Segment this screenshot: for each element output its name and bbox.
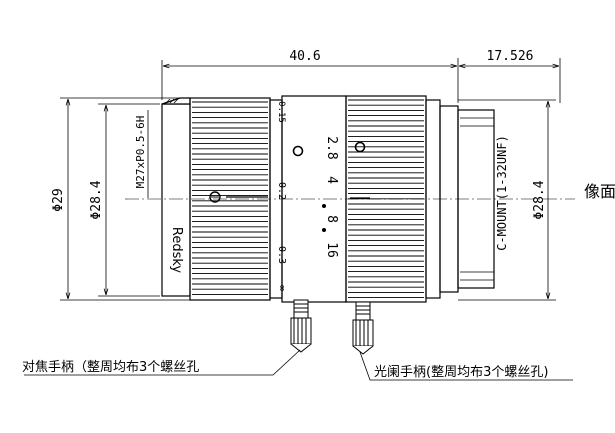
f-number: 4 bbox=[324, 176, 339, 184]
focus-handle bbox=[290, 299, 312, 353]
aperture-handle-callout: 光阑手柄(整周均布3个螺丝孔) bbox=[374, 365, 548, 380]
dim-mount-diameter: Φ28.4 bbox=[532, 180, 547, 219]
filter-thread-label: M27xP0.5-6H bbox=[134, 116, 147, 189]
f-number: 2.8 bbox=[324, 136, 339, 159]
focus-ring-knurling bbox=[192, 101, 268, 295]
dim-front-diameter: Φ28.4 bbox=[89, 180, 104, 219]
f-number: 8 bbox=[324, 215, 339, 223]
focus-mid: 0.2 bbox=[276, 182, 287, 200]
mount-thread-label: C-MOUNT(1-32UNF) bbox=[495, 135, 509, 251]
focus-marks bbox=[209, 141, 370, 232]
dim-outer-diameter: Φ29 bbox=[51, 188, 66, 211]
dim-overall-length: 40.6 bbox=[289, 49, 320, 64]
aperture-handle bbox=[352, 301, 374, 355]
dimension-lines bbox=[60, 58, 561, 301]
focus-infinity: ∞ bbox=[276, 285, 287, 291]
focus-near: 0.15 bbox=[276, 101, 286, 123]
focus-far: 0.3 bbox=[276, 246, 287, 264]
f-number: 16 bbox=[324, 242, 339, 258]
focus-handle-callout: 对焦手柄（整周均布3个螺丝孔 bbox=[22, 360, 199, 375]
callout-leaders bbox=[24, 349, 573, 381]
image-plane-label: 像面 bbox=[584, 182, 615, 201]
labels: 40.6 17.526 Φ29 Φ28.4 Φ28.4 M27xP0.5-6H … bbox=[22, 49, 615, 380]
brand-label: Redsky bbox=[169, 227, 184, 274]
dim-flange-distance: 17.526 bbox=[487, 49, 534, 64]
